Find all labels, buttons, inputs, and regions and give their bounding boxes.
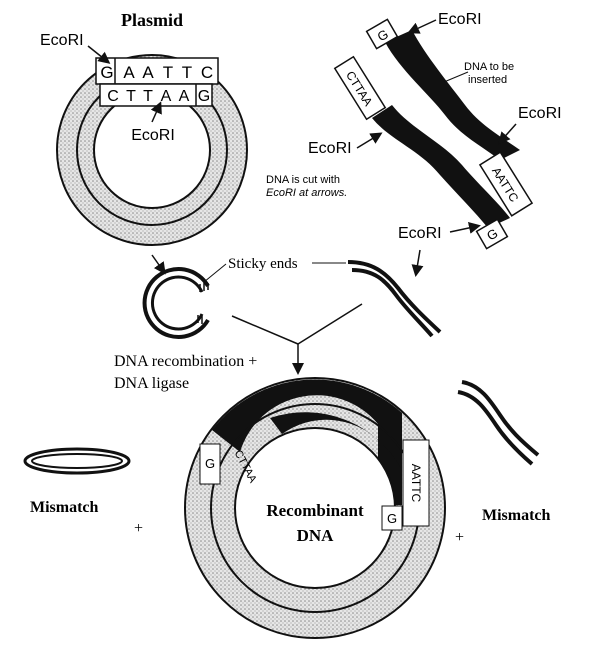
seq-top-2: A xyxy=(142,63,154,82)
plasmid: G A A T T C C T T A A G Plasmid EcoRI Ec… xyxy=(40,10,248,246)
plasmid-title: Plasmid xyxy=(121,10,183,30)
dna-to-be-inserted-line2: inserted xyxy=(468,74,507,86)
insert-dark-strand-upper xyxy=(385,30,520,160)
open-plasmid-outer xyxy=(142,267,210,339)
ecori-arrow-insert-right xyxy=(498,123,517,145)
ecori-arrow-plasmid-center xyxy=(150,101,162,123)
seq-top-0: G xyxy=(100,63,113,82)
seq-bot-3: A xyxy=(161,88,172,105)
recombinant-label-line1: Recombinant xyxy=(266,501,364,520)
open-plasmid-inner xyxy=(150,275,204,331)
mismatch-left-label: Mismatch xyxy=(30,499,99,516)
sticky-ends-pointer-left xyxy=(203,263,227,283)
seq-top-1: A xyxy=(123,63,135,82)
sticky-ends-label: Sticky ends xyxy=(228,256,298,272)
insert-dark-strand-lower xyxy=(372,105,510,228)
mismatch-right-label: Mismatch xyxy=(482,507,551,524)
mismatch-right: Mismatch + xyxy=(455,380,551,546)
seq-bot-4: A xyxy=(179,88,190,105)
insert-bottom-g-box: G xyxy=(475,218,509,250)
seq-bot-5: G xyxy=(198,88,210,105)
mismatch-fragment-strand-2 xyxy=(457,390,534,466)
insert-dna: G CTTAA AATTC G EcoRI DNA to be inserted… xyxy=(266,11,562,250)
seq-top-3: T xyxy=(163,63,173,82)
seq-bot-0: C xyxy=(107,88,119,105)
converge-line-right xyxy=(297,303,363,345)
cut-fragment-strand-2 xyxy=(351,268,434,338)
insert-top-g-box: G xyxy=(365,18,399,50)
recombination-label-line2: DNA ligase xyxy=(114,375,189,392)
ecori-label-insert-left: EcoRI xyxy=(308,140,352,157)
ecori-arrow-plasmid-left xyxy=(87,45,111,64)
mismatch-plasmid-inner xyxy=(31,453,123,469)
ecori-label-plasmid-left: EcoRI xyxy=(40,32,84,49)
ecori-label-plasmid-center: EcoRI xyxy=(131,127,175,144)
recombination-label-line1: DNA recombination + xyxy=(114,353,257,370)
arrow-plasmid-down xyxy=(151,254,166,275)
plus-left: + xyxy=(134,520,143,537)
cut-fragment-strand-1 xyxy=(347,260,442,334)
insert-left-cttaa-box: CTTAA xyxy=(333,55,387,121)
mismatch-fragment-strand-1 xyxy=(461,380,540,457)
seq-bot-1: T xyxy=(126,88,136,105)
recombinant-label-line2: DNA xyxy=(297,526,335,545)
arrow-insert-down xyxy=(411,249,424,277)
mismatch-plasmid-outer xyxy=(23,447,131,475)
dna-to-be-inserted-line1: DNA to be xyxy=(464,61,514,73)
ecori-label-insert-right: EcoRI xyxy=(518,105,562,122)
cut-pieces: Sticky ends DNA recombination + DNA liga… xyxy=(114,249,442,392)
recombinant-insert-dark-upper xyxy=(212,379,402,500)
ecori-arrow-insert-bottom xyxy=(449,222,481,234)
recomb-right-aattc: AATTC xyxy=(409,464,423,503)
recomb-right-g: G xyxy=(387,511,397,526)
ecori-label-insert-top: EcoRI xyxy=(438,11,482,28)
ecori-arrow-insert-top xyxy=(407,19,437,34)
recomb-right-junction: AATTC G xyxy=(381,439,430,531)
cut-note-line2: EcoRI at arrows. xyxy=(266,187,347,199)
cut-note-line1: DNA is cut with xyxy=(266,174,340,186)
seq-top-4: T xyxy=(182,63,192,82)
plus-right: + xyxy=(455,529,464,546)
ecori-arrow-insert-left xyxy=(356,132,383,149)
dna-to-be-inserted-pointer xyxy=(443,71,469,83)
recombinant-plasmid: G CTTAA AATTC G Recombinant DNA xyxy=(184,377,446,639)
plasmid-inner-hole xyxy=(93,91,211,209)
seq-top-5: C xyxy=(201,63,213,82)
converge-line-left xyxy=(231,315,299,345)
sticky-end-ticks-plasmid xyxy=(197,283,209,324)
ecori-label-insert-bottom: EcoRI xyxy=(398,225,442,242)
seq-bot-2: T xyxy=(143,88,153,105)
recomb-left-g: G xyxy=(205,456,215,471)
mismatch-left: Mismatch + xyxy=(23,447,143,537)
